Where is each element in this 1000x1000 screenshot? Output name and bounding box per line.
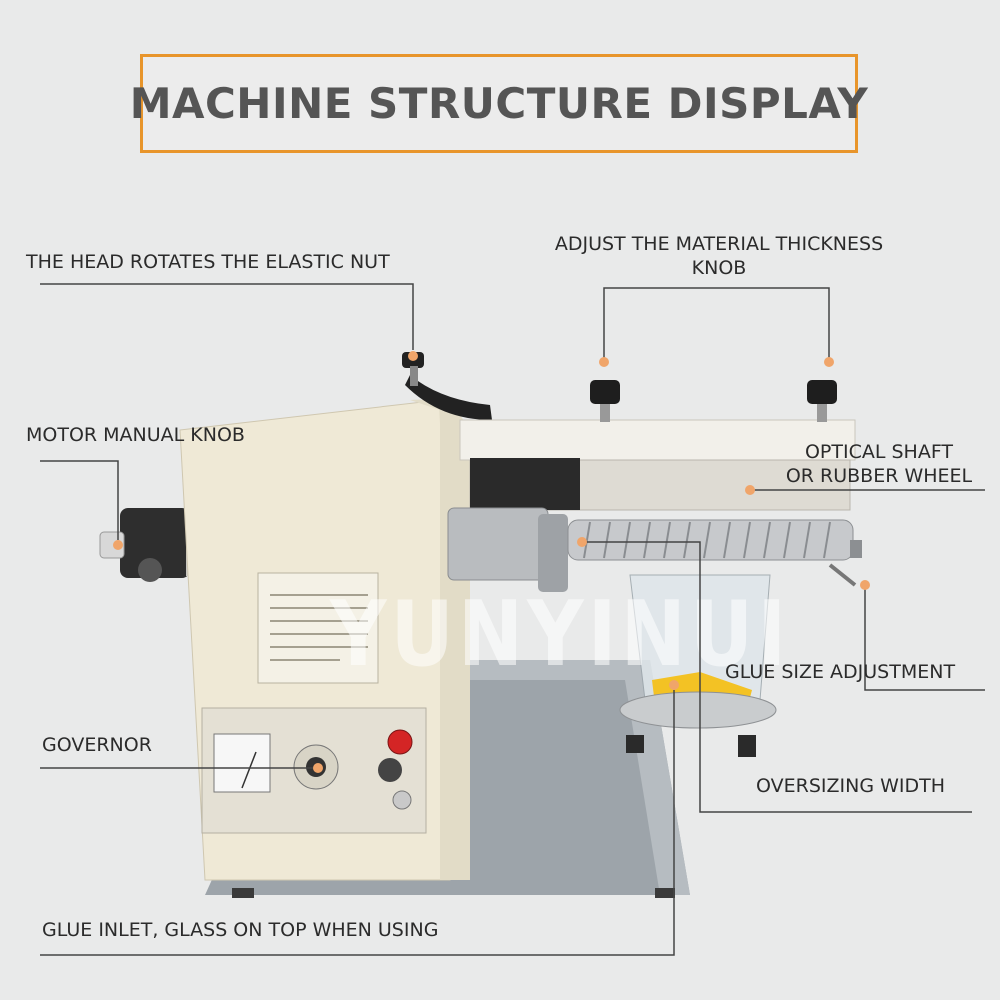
pointer-dot	[408, 351, 418, 361]
power-indicator	[387, 729, 413, 755]
motor-body	[120, 508, 190, 578]
pointer-dot	[113, 540, 123, 550]
pointer-dot	[824, 357, 834, 367]
base-plate-edge	[430, 660, 690, 895]
callout-thickness-knob-line1: ADJUST THE MATERIAL THICKNESS	[554, 233, 884, 255]
callout-glue-size: GLUE SIZE ADJUSTMENT	[725, 661, 956, 683]
foot	[232, 888, 254, 898]
thickness-knob-right-stem	[817, 404, 827, 422]
ammeter	[213, 733, 271, 793]
leader-thickness-knob	[603, 287, 830, 358]
fuse-holder	[392, 790, 412, 810]
instruction-plate	[257, 572, 379, 684]
callout-governor: GOVERNOR	[42, 734, 152, 756]
callout-optical-shaft-line1: OPTICAL SHAFT	[804, 441, 954, 463]
pointer-dot	[313, 763, 323, 773]
roller-threads	[583, 521, 831, 559]
leader-oversizing	[582, 541, 972, 813]
roller-end-cap	[850, 540, 862, 558]
foot	[655, 888, 675, 898]
upper-beam	[459, 419, 856, 461]
clamp-block	[470, 458, 580, 510]
shaft-collar	[538, 514, 568, 592]
glue-size-lever	[828, 563, 857, 587]
callout-thickness-knob-line2: KNOB	[691, 257, 747, 279]
motor-port	[138, 558, 162, 582]
watermark-text: YUNYINUI	[330, 583, 791, 687]
leader-glue-size	[864, 585, 985, 691]
pointer-dot	[860, 580, 870, 590]
thickness-knob-left	[590, 380, 620, 404]
instruction-lines	[270, 594, 368, 661]
thickness-knob-right	[807, 380, 837, 404]
callout-optical-shaft: OPTICAL SHAFT OR RUBBER WHEEL	[772, 440, 986, 488]
tray-foot	[626, 735, 644, 753]
leader-glue-inlet	[40, 690, 675, 956]
pointer-dot	[669, 680, 679, 690]
callout-thickness-knob: ADJUST THE MATERIAL THICKNESS KNOB	[532, 232, 906, 280]
callout-head-nut: THE HEAD ROTATES THE ELASTIC NUT	[26, 251, 390, 273]
leader-head-nut	[40, 283, 414, 350]
tray-foot	[738, 735, 756, 757]
glue-tray	[619, 691, 777, 729]
page-title: MACHINE STRUCTURE DISPLAY	[129, 79, 869, 128]
callout-glue-inlet: GLUE INLET, GLASS ON TOP WHEN USING	[42, 919, 439, 941]
leader-motor-knob	[40, 460, 119, 540]
cable	[405, 375, 492, 420]
pointer-dot	[599, 357, 609, 367]
head-knob-stem	[410, 366, 418, 386]
callout-oversizing: OVERSIZING WIDTH	[756, 775, 945, 797]
title-frame: MACHINE STRUCTURE DISPLAY	[130, 54, 868, 153]
pointer-dot	[745, 485, 755, 495]
thickness-knob-left-stem	[600, 404, 610, 422]
power-switch	[378, 758, 402, 782]
ammeter-needle	[241, 751, 257, 789]
callout-motor-knob: MOTOR MANUAL KNOB	[26, 424, 245, 446]
callout-optical-shaft-line2: OR RUBBER WHEEL	[785, 465, 973, 487]
pointer-dot	[577, 537, 587, 547]
